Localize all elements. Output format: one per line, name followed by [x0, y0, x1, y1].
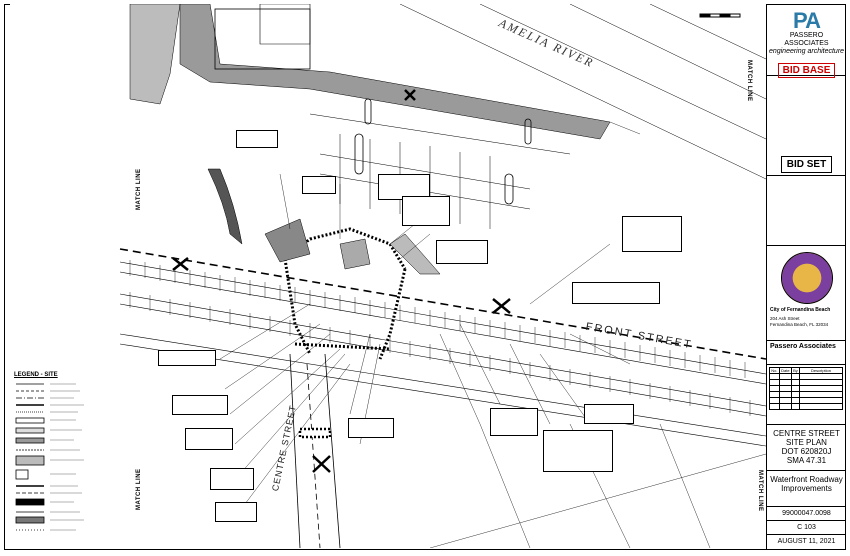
note-callout: [236, 130, 278, 148]
project-number-block: 99000047.0098: [767, 507, 846, 521]
sheet-title-block: CENTRE STREET SITE PLAN DOT 620820J SMA …: [767, 425, 846, 471]
firm-logo-block: PA PASSERO ASSOCIATES engineering archit…: [767, 4, 846, 78]
match-line-left-lower: MATCH LINE: [136, 468, 142, 510]
sheet-number-block: C 103: [767, 521, 846, 535]
firm-tagline: engineering architecture: [768, 48, 845, 55]
firm-logo: PA: [793, 8, 821, 33]
note-callout: [543, 430, 613, 472]
revision-block: No. Date By Description: [767, 365, 846, 425]
project-name-2: Improvements: [781, 484, 832, 493]
note-callout: [210, 468, 254, 490]
title-block: PA PASSERO ASSOCIATES engineering archit…: [766, 4, 846, 550]
match-line-right-lower: MATCH LINE: [757, 470, 763, 512]
sheet-title-2: SITE PLAN: [786, 438, 827, 447]
note-callout: [572, 282, 660, 304]
revision-table: No. Date By Description: [769, 367, 843, 410]
firm-name-block: Passero Associates: [767, 341, 846, 365]
firm-name-2: Passero Associates: [770, 343, 836, 350]
match-line-right: MATCH LINE: [746, 60, 752, 102]
sheet-date: AUGUST 11, 2021: [777, 538, 836, 545]
note-callout: [436, 240, 488, 264]
site-plan-drawing: [10, 4, 766, 548]
note-callout: [158, 350, 216, 366]
note-callout: [584, 404, 634, 424]
client-address-2: Fernandina Beach, FL 32034: [770, 322, 829, 327]
stamp-area: BID SET: [767, 76, 846, 176]
note-callout: [215, 502, 257, 522]
firm-name: PASSERO ASSOCIATES: [784, 32, 829, 47]
legend-symbols: [15, 383, 84, 531]
legend-title: LEGEND - SITE: [14, 372, 58, 378]
rev-col-date: Date: [778, 367, 792, 374]
note-callout: [302, 176, 336, 194]
note-callout: [348, 418, 394, 438]
sheet-title-3: DOT 620820J: [781, 447, 832, 456]
sheet-title-1: CENTRE STREET: [773, 429, 840, 438]
bid-base-stamp: BID BASE: [777, 63, 836, 78]
client-block: City of Fernandina Beach 204 Ash Street …: [767, 246, 846, 341]
match-line-left: MATCH LINE: [136, 168, 142, 210]
project-name-1: Waterfront Roadway: [770, 475, 843, 484]
sheet-title-4: SMA 47.31: [786, 456, 827, 465]
sheet-number: C 103: [797, 524, 816, 531]
site-legend: LEGEND - SITE: [14, 372, 122, 540]
note-callout: [172, 395, 228, 415]
seal-area: [767, 176, 846, 246]
bid-set-stamp: BID SET: [780, 156, 833, 173]
client-address-1: 204 Ash Street: [770, 316, 800, 321]
city-seal-icon: [781, 252, 833, 304]
note-callout: [402, 196, 450, 226]
client-name: City of Fernandina Beach: [770, 307, 831, 313]
project-block: Waterfront Roadway Improvements: [767, 471, 846, 507]
project-number: 99000047.0098: [782, 510, 831, 517]
note-callout: [185, 428, 233, 450]
note-callout: [622, 216, 682, 252]
note-callout: [490, 408, 538, 436]
date-block: AUGUST 11, 2021: [767, 535, 846, 550]
